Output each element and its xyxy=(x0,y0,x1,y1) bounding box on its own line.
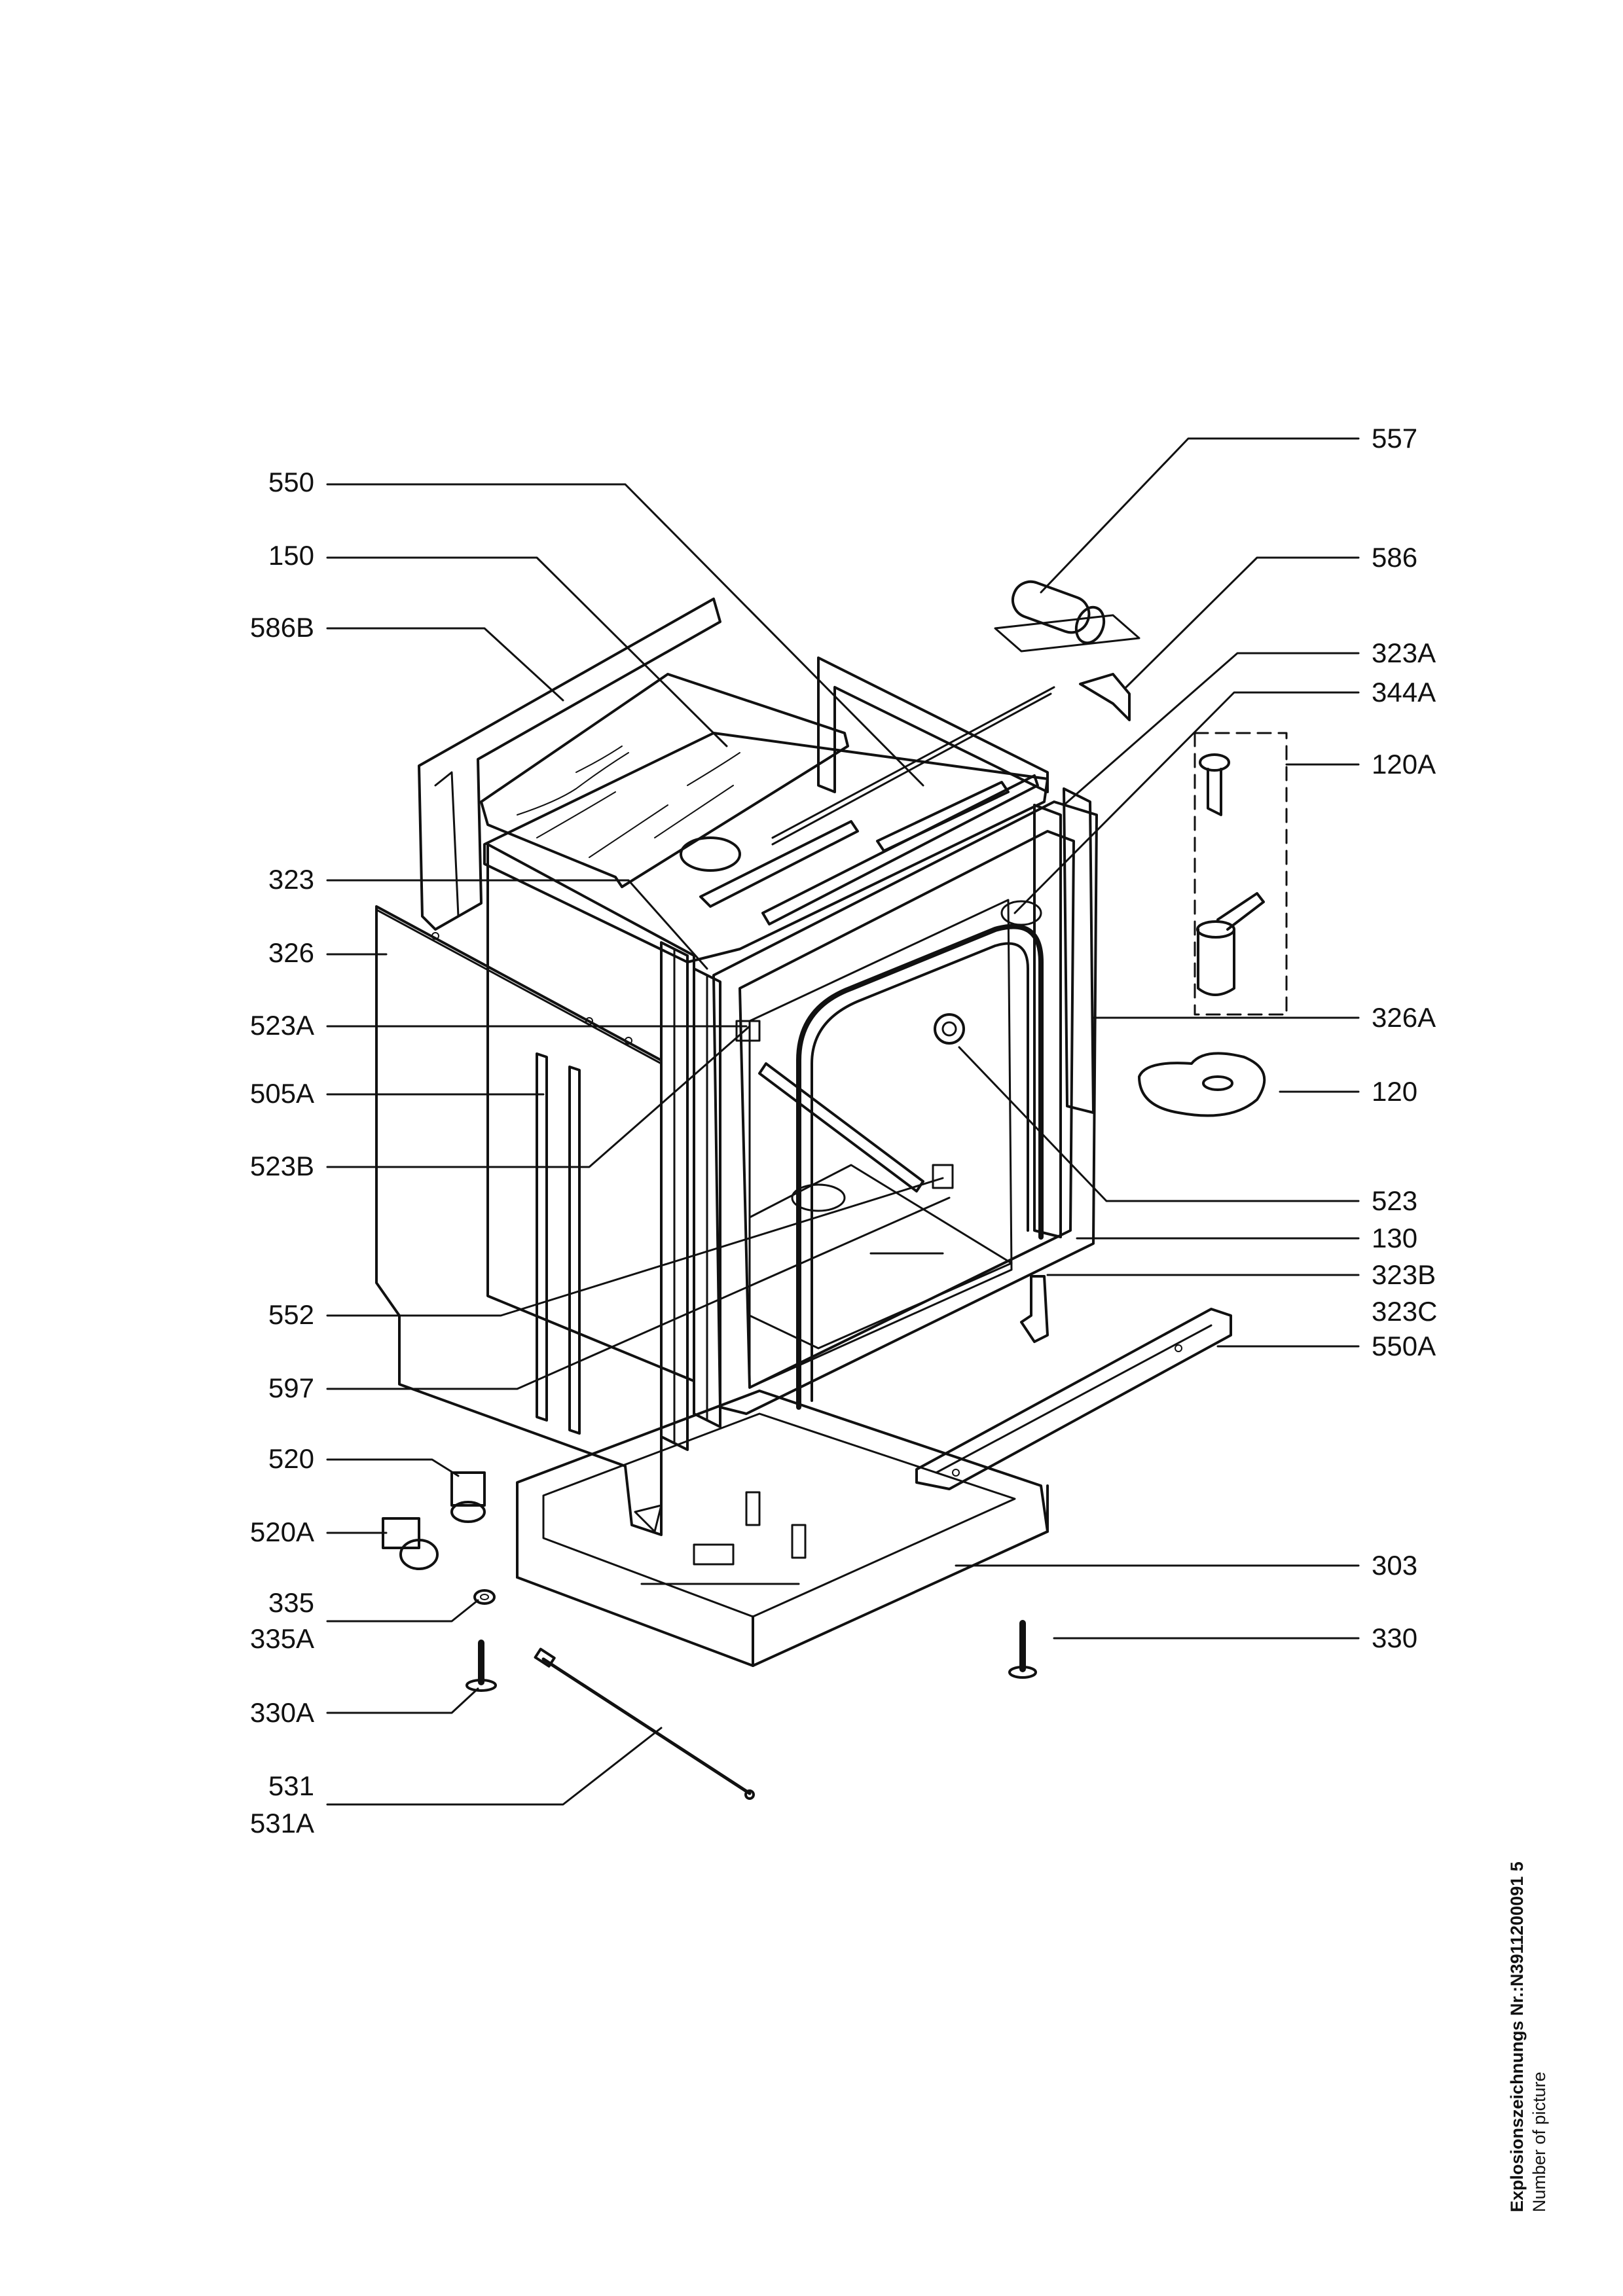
label-550: 550 xyxy=(268,467,314,497)
label-130: 130 xyxy=(1372,1223,1418,1253)
label-344A: 344A xyxy=(1372,677,1436,708)
label-335A: 335A xyxy=(249,1623,314,1654)
label-523A: 523A xyxy=(249,1010,314,1041)
rod-531 xyxy=(534,1647,755,1800)
part-120 xyxy=(1138,1052,1266,1117)
base-tray-303 xyxy=(516,1390,1049,1667)
leader-523B xyxy=(326,1025,751,1168)
label-586B: 586B xyxy=(249,612,314,643)
label-323: 323 xyxy=(268,864,314,895)
leader-586B xyxy=(326,627,564,702)
part-120A xyxy=(1194,732,1288,1016)
part-557 xyxy=(994,580,1140,653)
label-550A: 550A xyxy=(1372,1331,1436,1361)
label-597: 597 xyxy=(268,1372,314,1403)
label-531A: 531A xyxy=(249,1808,314,1839)
door-seal-130 xyxy=(796,924,1044,1410)
label-330A: 330A xyxy=(249,1697,314,1728)
label-120A: 120A xyxy=(1372,749,1436,780)
screw-330A xyxy=(465,1640,497,1692)
rail-550A xyxy=(915,1308,1232,1490)
leader-523 xyxy=(958,1046,1360,1202)
label-335: 335 xyxy=(268,1587,314,1618)
leader-557 xyxy=(1040,437,1360,594)
side-panel-326A xyxy=(1063,787,1095,1114)
label-531: 531 xyxy=(268,1770,314,1801)
leader-lines-left xyxy=(326,483,951,1806)
leader-586 xyxy=(1125,556,1360,689)
leader-597 xyxy=(326,1196,951,1390)
label-323C: 323C xyxy=(1372,1296,1438,1327)
label-520: 520 xyxy=(268,1443,314,1474)
label-523: 523 xyxy=(1372,1185,1418,1216)
leader-344A xyxy=(1013,691,1360,914)
label-586: 586 xyxy=(1372,542,1418,573)
label-323B: 323B xyxy=(1372,1259,1436,1290)
number-of-picture-text: Number of picture xyxy=(1529,2072,1549,2212)
drawing-number-text: Explosionszeichnungs Nr.:N3911200091 5 xyxy=(1507,1861,1527,2212)
leader-323 xyxy=(326,879,708,970)
label-552: 552 xyxy=(268,1299,314,1330)
label-505A: 505A xyxy=(249,1078,314,1109)
leader-330A xyxy=(326,1687,479,1714)
label-523B: 523B xyxy=(249,1151,314,1181)
washer-335 xyxy=(473,1589,496,1605)
foot-520 xyxy=(450,1471,486,1523)
label-150: 150 xyxy=(268,540,314,571)
screw-330 xyxy=(1008,1620,1037,1679)
leader-531 xyxy=(326,1727,663,1806)
label-520A: 520A xyxy=(249,1516,314,1547)
label-326: 326 xyxy=(268,937,314,968)
label-326A: 326A xyxy=(1372,1002,1436,1033)
label-323A: 323A xyxy=(1372,637,1436,668)
label-557: 557 xyxy=(1372,423,1418,454)
leader-150 xyxy=(326,556,728,747)
label-120: 120 xyxy=(1372,1076,1418,1107)
leader-550 xyxy=(326,483,924,787)
tub-frame xyxy=(418,598,1098,1451)
leader-lines-right xyxy=(955,437,1360,1640)
leader-552 xyxy=(326,1177,944,1317)
foot-520A xyxy=(382,1517,439,1570)
bracket-323B xyxy=(1020,1275,1049,1343)
picture-number-block: Explosionszeichnungs Nr.:N3911200091 5 N… xyxy=(1506,1689,1571,2212)
leader-323A xyxy=(1063,652,1360,806)
insulation-mat-150 xyxy=(480,673,849,888)
leader-520 xyxy=(326,1458,460,1477)
leader-335 xyxy=(326,1599,479,1623)
label-303: 303 xyxy=(1372,1550,1418,1581)
label-330: 330 xyxy=(1372,1623,1418,1653)
side-panel-326 xyxy=(375,905,663,1536)
part-586 xyxy=(1079,673,1131,721)
